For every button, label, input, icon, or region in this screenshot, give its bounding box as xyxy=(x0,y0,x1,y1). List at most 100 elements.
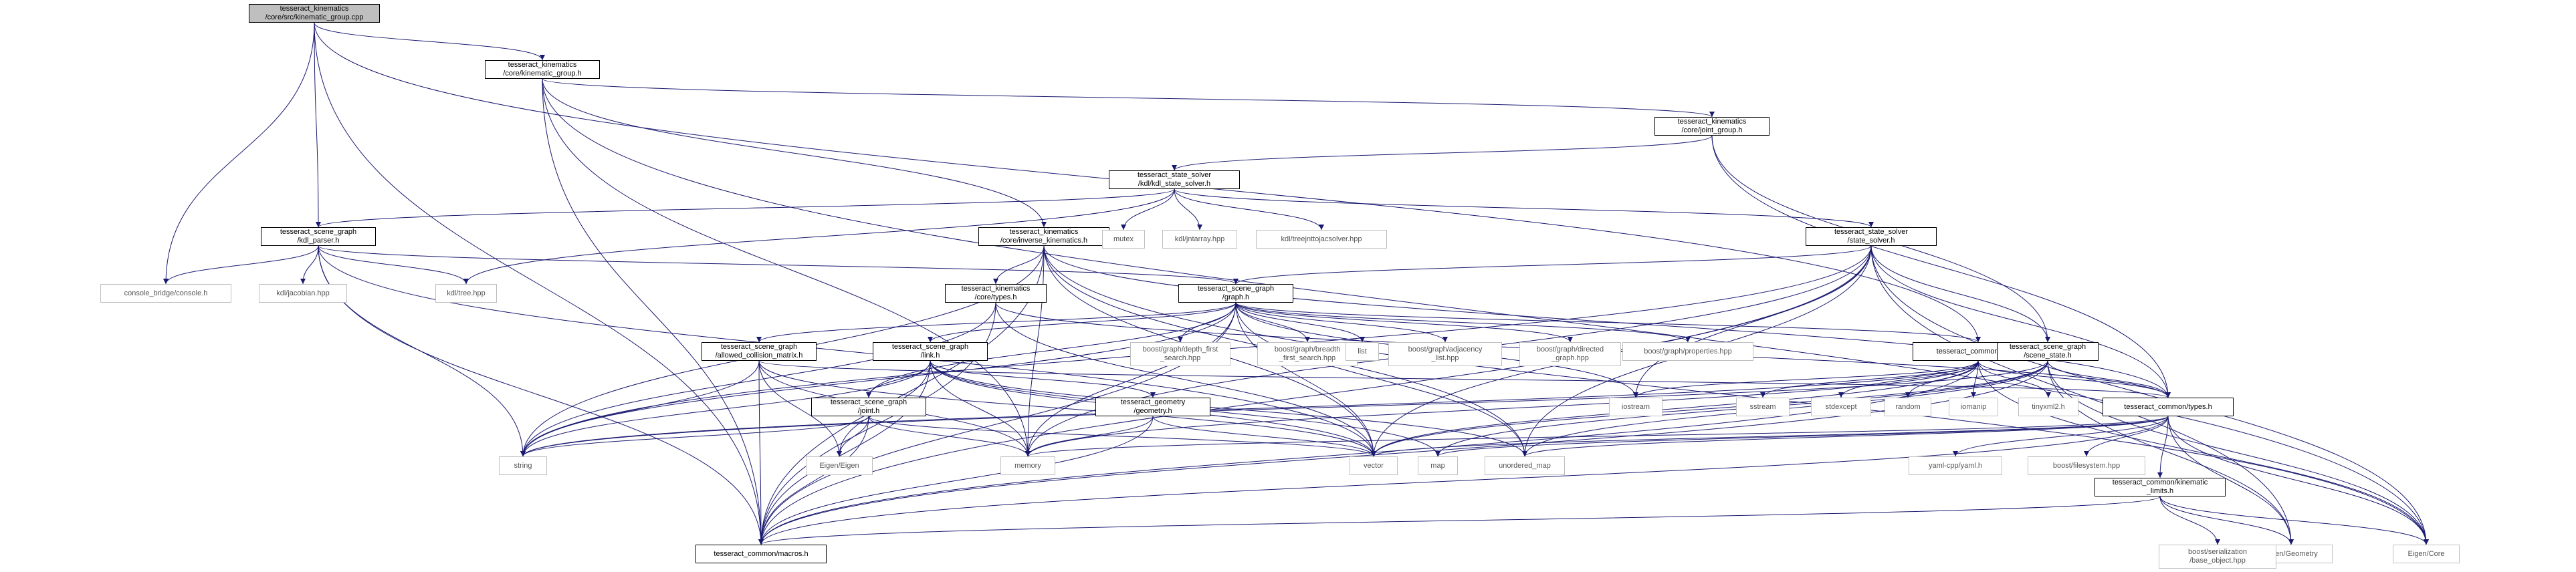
edge-link-to-geometry xyxy=(930,360,1156,398)
edge-joint_group-to-kdl_state_solver xyxy=(1172,135,1713,171)
edge-graph-to-breadth_first_search xyxy=(1235,302,1310,343)
node-vector: vector xyxy=(1350,456,1398,475)
node-list: list xyxy=(1346,342,1379,361)
node-breadth-first-search: boost/graph/breadth _first_search.hpp xyxy=(1257,342,1358,366)
edge-state_solver-to-scene_state xyxy=(1870,245,2050,343)
node-memory: memory xyxy=(1000,456,1055,475)
edge-utils-to-eigen_core xyxy=(1977,360,2429,545)
edge-state_solver-to-graph xyxy=(1233,245,1872,285)
edge-kdl_parser-to-graph xyxy=(318,245,1239,285)
node-boost-filesystem: boost/filesystem.hpp xyxy=(2028,456,2145,475)
edge-allowed_collision_matrix-to-vector xyxy=(758,360,1376,457)
edge-inverse_kinematics-to-kin_types xyxy=(993,245,1045,285)
edge-inverse_kinematics-to-memory xyxy=(1025,245,1045,457)
edge-graph-to-list xyxy=(1235,302,1365,343)
edge-root-to-console_bridge xyxy=(163,22,315,285)
edge-graph-to-utils xyxy=(1235,302,1981,343)
edge-kinematic_group-to-memory xyxy=(542,78,1031,457)
node-kinematics-types-h[interactable]: tesseract_kinematics /core/types.h xyxy=(945,284,1047,303)
edge-joint-to-macros xyxy=(758,416,869,545)
edge-common_types-to-filesystem xyxy=(2084,416,2169,457)
node-inverse-kinematics-h[interactable]: tesseract_kinematics /core/inverse_kinem… xyxy=(978,227,1109,246)
edge-scene_state-to-vector xyxy=(1371,360,2048,457)
edge-graph-to-unordered_map xyxy=(1235,302,1527,457)
node-scene-state-h[interactable]: tesseract_scene_graph /scene_state.h xyxy=(1997,342,2099,361)
node-kdl-treejnttojacsolver: kdl/treejnttojacsolver.hpp xyxy=(1256,230,1387,249)
node-kdl-jntarray: kdl/jntarray.hpp xyxy=(1162,230,1237,249)
edge-common_types-to-unordered_map xyxy=(1522,416,2169,457)
node-string: string xyxy=(499,456,547,475)
edge-graph-to-joint xyxy=(866,302,1237,398)
edge-graph-to-adjacency_list xyxy=(1235,302,1448,343)
node-state-solver-h[interactable]: tesseract_state_solver /state_solver.h xyxy=(1806,227,1937,246)
edge-joint-to-memory xyxy=(868,416,1031,457)
node-properties: boost/graph/properties.hpp xyxy=(1622,342,1753,361)
edge-common_types-to-memory xyxy=(1025,416,2169,457)
edge-kinematic_group-to-macros xyxy=(542,78,764,545)
node-yaml-cpp: yaml-cpp/yaml.h xyxy=(1909,456,2002,475)
edge-utils-to-common_types xyxy=(1977,360,2171,398)
node-random: random xyxy=(1885,398,1931,416)
edge-kdl_state_solver-to-kdl_parser xyxy=(316,188,1175,228)
node-adjacency-list: boost/graph/adjacency _list.hpp xyxy=(1388,342,1502,366)
node-unordered-map: unordered_map xyxy=(1485,456,1565,475)
edge-graph-to-vector xyxy=(1235,302,1376,457)
edge-geometry-to-memory xyxy=(1025,416,1154,457)
node-joint-group-h[interactable]: tesseract_kinematics /core/joint_group.h xyxy=(1654,117,1769,136)
node-kinematic-group-cpp: tesseract_kinematics /core/src/kinematic… xyxy=(249,4,380,23)
edge-common_types-to-vector xyxy=(1371,416,2169,457)
edge-kinematic_limits-to-base_object xyxy=(2159,496,2220,545)
node-common-types-h[interactable]: tesseract_common/types.h xyxy=(2103,398,2234,416)
edge-kinematic_group-to-joint_group xyxy=(542,78,1715,118)
node-kinematic-group-h[interactable]: tesseract_kinematics /core/kinematic_gro… xyxy=(485,60,600,79)
edge-scene_state-to-eigen_geometry xyxy=(2047,360,2294,545)
edge-inverse_kinematics-to-common_types xyxy=(1043,245,2171,398)
node-macros-h[interactable]: tesseract_common/macros.h xyxy=(695,545,827,563)
edge-graph-to-allowed_collision_matrix xyxy=(756,302,1237,343)
edge-kdl_state_solver-to-mutex xyxy=(1121,188,1175,231)
node-base-object: boost/serialization /base_object.hpp xyxy=(2159,545,2276,569)
node-kdl-state-solver-h[interactable]: tesseract_state_solver /kdl/kdl_state_so… xyxy=(1109,170,1240,189)
node-kdl-parser-h[interactable]: tesseract_scene_graph /kdl_parser.h xyxy=(261,227,376,246)
edge-graph-to-memory xyxy=(1025,302,1237,457)
edge-joint-to-string xyxy=(520,416,869,457)
edge-common_types-to-macros xyxy=(758,416,2169,545)
node-stdexcept: stdexcept xyxy=(1811,398,1871,416)
edge-common_types-to-eigen_geometry xyxy=(2167,416,2294,545)
edge-root-to-macros xyxy=(314,22,764,545)
node-graph-h[interactable]: tesseract_scene_graph /graph.h xyxy=(1178,284,1293,303)
node-link-h[interactable]: tesseract_scene_graph /link.h xyxy=(873,342,988,361)
edge-link-to-string xyxy=(520,360,931,457)
edge-link-to-unordered_map xyxy=(930,360,1527,457)
edge-state_solver-to-macros xyxy=(758,245,1872,545)
edge-kinematic_limits-to-macros xyxy=(758,496,2161,545)
edge-kdl_parser-to-kdl_tree xyxy=(318,245,469,285)
node-allowed-collision-matrix-h[interactable]: tesseract_scene_graph /allowed_collision… xyxy=(702,342,817,361)
node-iomanip: iomanip xyxy=(1949,398,1998,416)
edge-kdl_parser-to-macros xyxy=(318,245,764,545)
edge-utils-to-vector xyxy=(1371,360,1979,457)
edge-allowed_collision_matrix-to-macros xyxy=(758,360,764,545)
node-kinematic-limits-h[interactable]: tesseract_common/kinematic _limits.h xyxy=(2095,478,2226,496)
edge-scene_state-to-macros xyxy=(758,360,2048,545)
edge-utils-to-string xyxy=(520,360,1979,457)
edge-allowed_collision_matrix-to-common_types xyxy=(758,360,2171,398)
node-kdl-tree: kdl/tree.hpp xyxy=(435,284,497,303)
edge-scene_state-to-common_types xyxy=(2047,360,2171,398)
edge-root-to-kdl_parser xyxy=(314,22,321,228)
node-console-bridge: console_bridge/console.h xyxy=(100,284,231,303)
node-geometry-h[interactable]: tesseract_geometry /geometry.h xyxy=(1095,398,1210,416)
edge-common_types-to-yaml xyxy=(1953,416,2169,457)
edge-allowed_collision_matrix-to-string xyxy=(520,360,760,457)
edge-root-to-kinematic_group xyxy=(314,22,545,61)
edge-joint-to-eigen_eigen xyxy=(837,416,869,457)
node-sstream: sstream xyxy=(1736,398,1790,416)
edge-kinematic_limits-to-eigen_geometry xyxy=(2159,496,2294,545)
edge-layer xyxy=(163,22,2429,545)
node-eigen-core: Eigen/Core xyxy=(2393,545,2460,563)
node-joint-h[interactable]: tesseract_scene_graph /joint.h xyxy=(811,398,926,416)
edge-joint-to-vector xyxy=(868,416,1376,457)
edge-link-to-macros xyxy=(758,360,931,545)
edge-kinematic_group-to-inverse_kinematics xyxy=(542,78,1047,228)
node-map: map xyxy=(1418,456,1458,475)
